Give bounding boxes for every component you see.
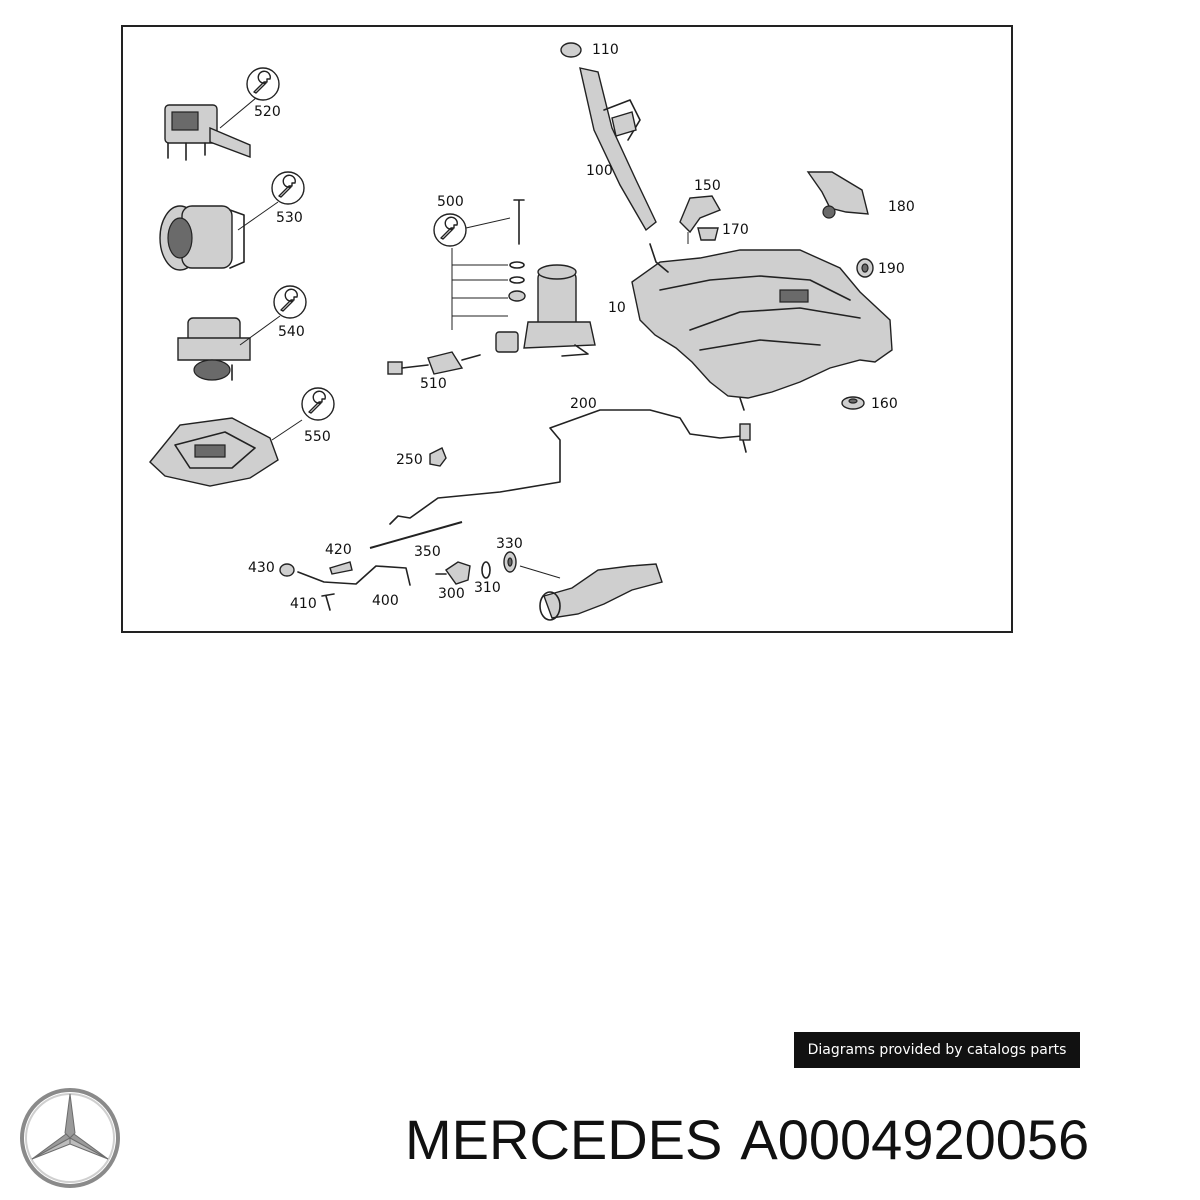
- callout-550: 550: [304, 429, 331, 445]
- wrench-icon: [301, 387, 335, 421]
- part-250-clip: [429, 447, 447, 467]
- part-160-grommet: [841, 396, 865, 410]
- callout-410: 410: [290, 596, 317, 612]
- part-150-bracket: [679, 195, 722, 244]
- callout-420: 420: [325, 542, 352, 558]
- callout-160: 160: [871, 396, 898, 412]
- part-200-line: [389, 409, 751, 525]
- callout-430: 430: [248, 560, 275, 576]
- part-410-screw: [321, 593, 335, 611]
- callout-300: 300: [438, 586, 465, 602]
- part-350-strip: [369, 521, 463, 549]
- callout-110: 110: [592, 42, 619, 58]
- part-filler-pipe: [519, 563, 663, 621]
- callout-500: 500: [437, 194, 464, 210]
- callout-520: 520: [254, 104, 281, 120]
- part-330-seal: [503, 551, 517, 573]
- part-number: A0004920056: [740, 1108, 1090, 1171]
- wrench-icon: [271, 171, 305, 205]
- callout-330: 330: [496, 536, 523, 552]
- part-190-nut: [856, 258, 874, 278]
- part-300-valve: [435, 561, 471, 585]
- part-420-clip: [329, 561, 353, 575]
- part-550-plate: [149, 387, 335, 487]
- part-180-bracket: [806, 171, 869, 219]
- part-530-motor: [159, 171, 305, 271]
- mercedes-star-logo: [20, 1088, 120, 1188]
- part-540-valve: [177, 285, 307, 381]
- part-310-ring: [481, 561, 491, 579]
- part-520-sensor: [164, 67, 280, 161]
- diagram-credit-watermark: Diagrams provided by catalogs parts: [794, 1032, 1080, 1068]
- wrench-icon: [433, 213, 467, 247]
- brand-name: MERCEDES: [405, 1108, 723, 1171]
- part-10-fuel-tank: [631, 243, 893, 411]
- part-400-hose: [297, 565, 411, 586]
- part-510-harness: [387, 351, 481, 375]
- callout-250: 250: [396, 452, 423, 468]
- callout-150: 150: [694, 178, 721, 194]
- brand-part-number-line: MERCEDES A0004920056: [405, 1105, 1195, 1175]
- callout-530: 530: [276, 210, 303, 226]
- callout-540: 540: [278, 324, 305, 340]
- callout-180: 180: [888, 199, 915, 215]
- wrench-icon: [246, 67, 280, 101]
- callout-170: 170: [722, 222, 749, 238]
- parts-exploded-diagram: 110 520 100 150 180 530 500 170 190 10 5…: [149, 42, 915, 621]
- part-430-nut: [279, 563, 295, 577]
- part-100-filler-neck: [560, 42, 657, 232]
- callout-100: 100: [586, 163, 613, 179]
- callout-510: 510: [420, 376, 447, 392]
- part-500-pump: [433, 199, 596, 357]
- wrench-icon: [273, 285, 307, 319]
- callout-200: 200: [570, 396, 597, 412]
- callout-400: 400: [372, 593, 399, 609]
- callout-10: 10: [608, 300, 626, 316]
- callout-350: 350: [414, 544, 441, 560]
- callout-310: 310: [474, 580, 501, 596]
- part-170-clip: [697, 227, 719, 241]
- callout-190: 190: [878, 261, 905, 277]
